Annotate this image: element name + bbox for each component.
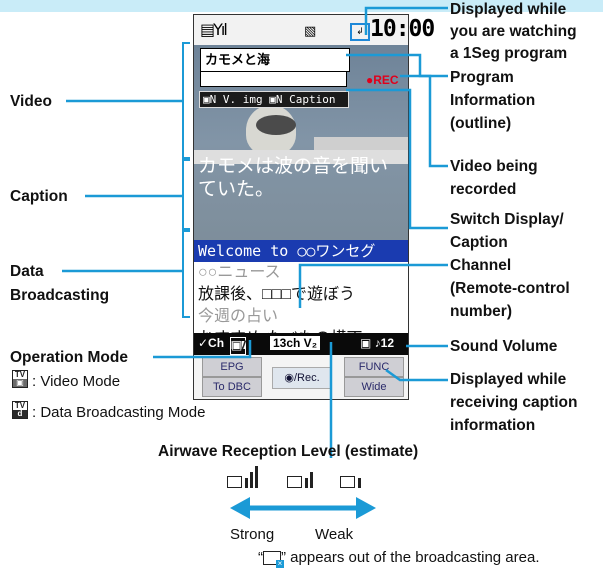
switch-label-2: Caption [450, 234, 508, 251]
caption-text: カモメは波の音を聞いていた。 [198, 156, 389, 200]
data-row[interactable]: ○○ニュース [198, 264, 281, 281]
switch-label-1: Switch Display/ [450, 211, 564, 228]
tv-video-mode-icon: TV ▣ [12, 370, 28, 388]
receiving-label-1: Displayed while [450, 371, 567, 388]
level-screen [287, 476, 302, 488]
level-bar [358, 478, 361, 488]
out-of-area-icon: × [263, 551, 284, 569]
channel-label-1: Channel [450, 257, 512, 274]
channel-label-3: number) [450, 303, 512, 320]
data-row[interactable]: 今週の占い [198, 308, 279, 325]
tv-data-top: TV [13, 401, 27, 410]
data-label: Data [10, 263, 44, 280]
out-of-area-quote-open: “ [258, 549, 263, 566]
out-of-area-text: ” appears out of the broadcasting area. [281, 549, 540, 566]
level-bar [310, 472, 313, 488]
strength-arrow [230, 497, 376, 519]
program-info-label-2: Information [450, 92, 536, 109]
program-info-box-2 [200, 71, 347, 87]
operation-mode-icon: TV ▣ [230, 334, 247, 355]
epg-button[interactable]: EPG [202, 357, 262, 377]
level-bar [305, 478, 308, 488]
out-of-area-note: “×” appears out of the broadcasting area… [258, 549, 540, 569]
data-bracket [182, 228, 190, 318]
video-bracket [182, 42, 190, 161]
railing-back [314, 137, 408, 151]
signal-status-icon: ▤Yıl [200, 20, 228, 39]
softkey-bar: EPG To DBC ◉/Rec. FUNC Wide [194, 355, 408, 399]
channel-select-icon: ✓Ch [198, 336, 225, 350]
rec-button[interactable]: ◉/Rec. [272, 367, 332, 389]
video-label: Video [10, 93, 52, 110]
strong-label: Strong [230, 526, 275, 543]
seagull-wing [256, 115, 296, 135]
tv-video-top: TV [13, 370, 27, 379]
battery-icon: ▧ [304, 23, 317, 38]
tv-video-bottom: ▣ [13, 379, 27, 387]
channel-number: 13ch V₂ [270, 336, 321, 350]
broadcasting-label: Broadcasting [10, 287, 110, 304]
level-screen [227, 476, 242, 488]
strength-arrow-right [356, 497, 376, 519]
level-bar [255, 466, 258, 488]
data-row[interactable]: 放課後、□□□で遊ぼう [198, 286, 355, 303]
level-screen [340, 476, 355, 488]
watching-label-1: Displayed while [450, 1, 567, 18]
recorded-label-1: Video being [450, 158, 538, 175]
status-bar: ▤Yıl ▧ ↲ 10:00 [194, 15, 435, 45]
switch-display-caption[interactable]: ▣N V. img ▣N Caption [199, 91, 349, 108]
rec-indicator: ●REC [366, 73, 399, 87]
level-bar [245, 478, 248, 488]
caption-label: Caption [10, 188, 68, 205]
data-row[interactable]: Welcome to ○○ワンセグ [194, 240, 408, 262]
header-band [0, 0, 603, 12]
strength-arrow-left [230, 497, 250, 519]
to-dbc-button[interactable]: To DBC [202, 377, 262, 397]
wide-button[interactable]: Wide [344, 377, 404, 397]
channel-label-2: (Remote-control [450, 280, 570, 297]
watching-label-3: a 1Seg program [450, 45, 568, 62]
airwave-label: Airwave Reception Level (estimate) [158, 443, 419, 460]
tv-data-bottom: d [13, 410, 27, 418]
sound-volume-indicator: ▣ ♪12 [360, 336, 395, 350]
watching-label-2: you are watching [450, 23, 577, 40]
program-info-label-3: (outline) [450, 115, 512, 132]
phone-screen: ▤Yıl ▧ ↲ 10:00 カモメと海 ●REC ▣N V. img ▣N C… [193, 14, 435, 400]
receiving-label-3: information [450, 417, 536, 434]
data-mode-label: : Data Broadcasting Mode [32, 404, 206, 421]
tv-icon-bottom: ▣ [231, 338, 243, 352]
receiving-label-2: receiving caption [450, 394, 578, 411]
weak-label: Weak [315, 526, 354, 543]
clock: 10:00 [370, 16, 435, 42]
sound-volume-label: Sound Volume [450, 338, 558, 355]
operation-bar: ✓Ch TV ▣ 13ch V₂ ▣ ♪12 [194, 333, 408, 355]
level-bar [250, 472, 253, 488]
watching-indicator-icon: ↲ [350, 23, 370, 41]
caption-bracket [182, 157, 190, 232]
func-button[interactable]: FUNC [344, 357, 404, 377]
video-mode-label: : Video Mode [32, 373, 121, 390]
operation-mode-label: Operation Mode [10, 349, 128, 366]
tv-data-mode-icon: TV d [12, 401, 28, 419]
program-info-box: カモメと海 [200, 48, 350, 72]
program-info-label-1: Program [450, 69, 514, 86]
recorded-label-2: recorded [450, 181, 517, 198]
